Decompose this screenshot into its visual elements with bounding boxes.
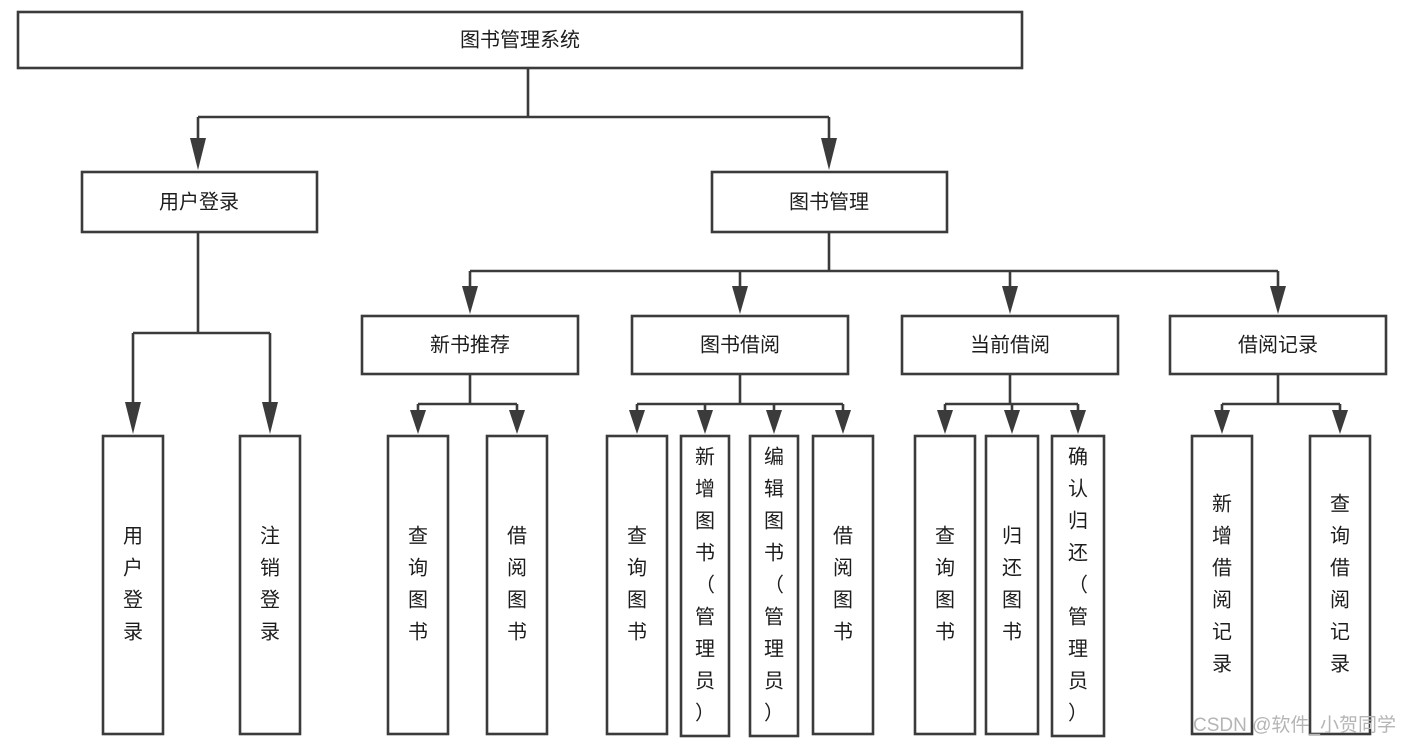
node-leaf-borrow-edit-admin-label: 编辑图书（管理员） xyxy=(764,445,784,724)
node-leaf-user-login-logout-box[interactable] xyxy=(238,434,302,736)
node-leaf-borrow-edit-admin[interactable]: 编辑图书（管理员） xyxy=(748,434,800,738)
node-leaf-borrow-borrow[interactable]: 借阅图书 xyxy=(811,434,875,736)
node-leaf-borrow-borrow-label: 借阅图书 xyxy=(833,524,853,643)
connector-group-book-borrow xyxy=(629,374,851,434)
node-leaf-new-book-query-box[interactable] xyxy=(386,434,450,736)
node-book-manage-box[interactable] xyxy=(710,170,949,234)
node-current-borrow-box[interactable] xyxy=(900,314,1120,376)
arrow-current-borrow-leaf-1-icon xyxy=(937,410,953,434)
node-leaf-borrow-edit-admin-box[interactable] xyxy=(748,434,800,738)
node-leaf-record-query-box[interactable] xyxy=(1308,434,1372,736)
arrow-book-manage-child-3-icon xyxy=(1002,286,1018,314)
arrow-book-borrow-leaf-3-icon xyxy=(766,410,782,434)
node-leaf-user-login-login[interactable]: 用户登录 xyxy=(101,434,165,736)
node-new-book-recommend-box[interactable] xyxy=(360,314,580,376)
arrow-book-manage-child-4-icon xyxy=(1270,286,1286,314)
connector-group-user-login xyxy=(125,232,278,434)
node-leaf-current-query-label: 查询图书 xyxy=(935,524,955,643)
arrow-book-manage-child-2-icon xyxy=(732,286,748,314)
node-current-borrow[interactable]: 当前借阅 xyxy=(900,314,1120,376)
node-leaf-borrow-query-box[interactable] xyxy=(605,434,669,736)
node-current-borrow-label: 当前借阅 xyxy=(970,333,1050,356)
arrow-current-borrow-leaf-3-icon xyxy=(1070,410,1086,434)
connector-group-current-borrow xyxy=(937,374,1086,434)
node-book-borrow[interactable]: 图书借阅 xyxy=(630,314,850,376)
node-leaf-new-book-borrow[interactable]: 借阅图书 xyxy=(485,434,549,736)
node-leaf-user-login-login-label: 用户登录 xyxy=(123,525,143,643)
node-leaf-new-book-query-label: 查询图书 xyxy=(408,524,428,643)
node-leaf-current-query-box[interactable] xyxy=(913,434,977,736)
arrow-new-book-leaf-2-icon xyxy=(509,410,525,434)
node-book-borrow-label: 图书借阅 xyxy=(700,333,780,356)
node-leaf-user-login-logout[interactable]: 注销登录 xyxy=(238,434,302,736)
node-borrow-record[interactable]: 借阅记录 xyxy=(1168,314,1388,376)
node-new-book-recommend[interactable]: 新书推荐 xyxy=(360,314,580,376)
node-leaf-record-query[interactable]: 查询借阅记录 xyxy=(1308,434,1372,736)
node-leaf-record-add-label: 新增借阅记录 xyxy=(1212,492,1232,675)
node-leaf-borrow-add-admin[interactable]: 新增图书（管理员） xyxy=(679,434,731,738)
node-user-login[interactable]: 用户登录 xyxy=(80,170,319,234)
node-leaf-borrow-query[interactable]: 查询图书 xyxy=(605,434,669,736)
csdn-watermark: CSDN @软件_小贺同学 xyxy=(1193,714,1396,736)
node-book-manage[interactable]: 图书管理 xyxy=(710,170,949,234)
node-leaf-borrow-borrow-box[interactable] xyxy=(811,434,875,736)
node-leaf-new-book-borrow-box[interactable] xyxy=(485,434,549,736)
arrow-borrow-record-leaf-1-icon xyxy=(1214,410,1230,434)
node-leaf-current-confirm-admin-label: 确认归还（管理员） xyxy=(1068,445,1088,724)
node-new-book-recommend-label: 新书推荐 xyxy=(430,333,510,356)
node-user-login-box[interactable] xyxy=(80,170,319,234)
node-leaf-borrow-query-label: 查询图书 xyxy=(627,524,647,643)
arrow-book-borrow-leaf-4-icon xyxy=(835,410,851,434)
node-leaf-user-login-login-box[interactable] xyxy=(101,434,165,736)
node-root-box[interactable] xyxy=(16,10,1024,70)
arrow-root-to-user-login-icon xyxy=(190,138,206,170)
arrow-current-borrow-leaf-2-icon xyxy=(1004,410,1020,434)
node-book-manage-label: 图书管理 xyxy=(789,190,869,213)
arrow-user-login-leaf-2-icon xyxy=(262,402,278,434)
arrow-book-borrow-leaf-1-icon xyxy=(629,410,645,434)
node-root[interactable]: 图书管理系统 xyxy=(16,10,1024,70)
node-borrow-record-label: 借阅记录 xyxy=(1238,333,1318,356)
node-leaf-borrow-add-admin-box[interactable] xyxy=(679,434,731,738)
arrow-book-borrow-leaf-2-icon xyxy=(697,410,713,434)
node-leaf-borrow-add-admin-label: 新增图书（管理员） xyxy=(695,445,715,724)
node-book-borrow-box[interactable] xyxy=(630,314,850,376)
node-leaf-current-return[interactable]: 归还图书 xyxy=(984,434,1040,736)
connector-group-borrow-record xyxy=(1214,374,1348,434)
connector-group-new-book xyxy=(410,374,525,434)
node-leaf-current-confirm-admin[interactable]: 确认归还（管理员） xyxy=(1050,434,1106,738)
arrow-book-manage-child-1-icon xyxy=(462,286,478,314)
node-borrow-record-box[interactable] xyxy=(1168,314,1388,376)
node-leaf-current-confirm-admin-box[interactable] xyxy=(1050,434,1106,738)
arrow-new-book-leaf-1-icon xyxy=(410,410,426,434)
node-leaf-current-query[interactable]: 查询图书 xyxy=(913,434,977,736)
node-user-login-label: 用户登录 xyxy=(159,190,239,213)
node-leaf-new-book-query[interactable]: 查询图书 xyxy=(386,434,450,736)
node-leaf-current-return-label: 归还图书 xyxy=(1002,524,1022,643)
arrow-user-login-leaf-1-icon xyxy=(125,402,141,434)
connector-group-book-manage xyxy=(462,232,1286,314)
arrow-root-to-book-manage-icon xyxy=(821,138,837,170)
node-leaf-record-add[interactable]: 新增借阅记录 xyxy=(1190,434,1254,736)
node-leaf-record-query-label: 查询借阅记录 xyxy=(1330,492,1350,675)
node-leaf-current-return-box[interactable] xyxy=(984,434,1040,736)
arrow-borrow-record-leaf-2-icon xyxy=(1332,410,1348,434)
node-leaf-record-add-box[interactable] xyxy=(1190,434,1254,736)
connector-group-root xyxy=(190,68,837,170)
node-leaf-new-book-borrow-label: 借阅图书 xyxy=(507,524,527,643)
node-root-label: 图书管理系统 xyxy=(460,28,580,51)
node-leaf-user-login-logout-label: 注销登录 xyxy=(260,524,280,643)
